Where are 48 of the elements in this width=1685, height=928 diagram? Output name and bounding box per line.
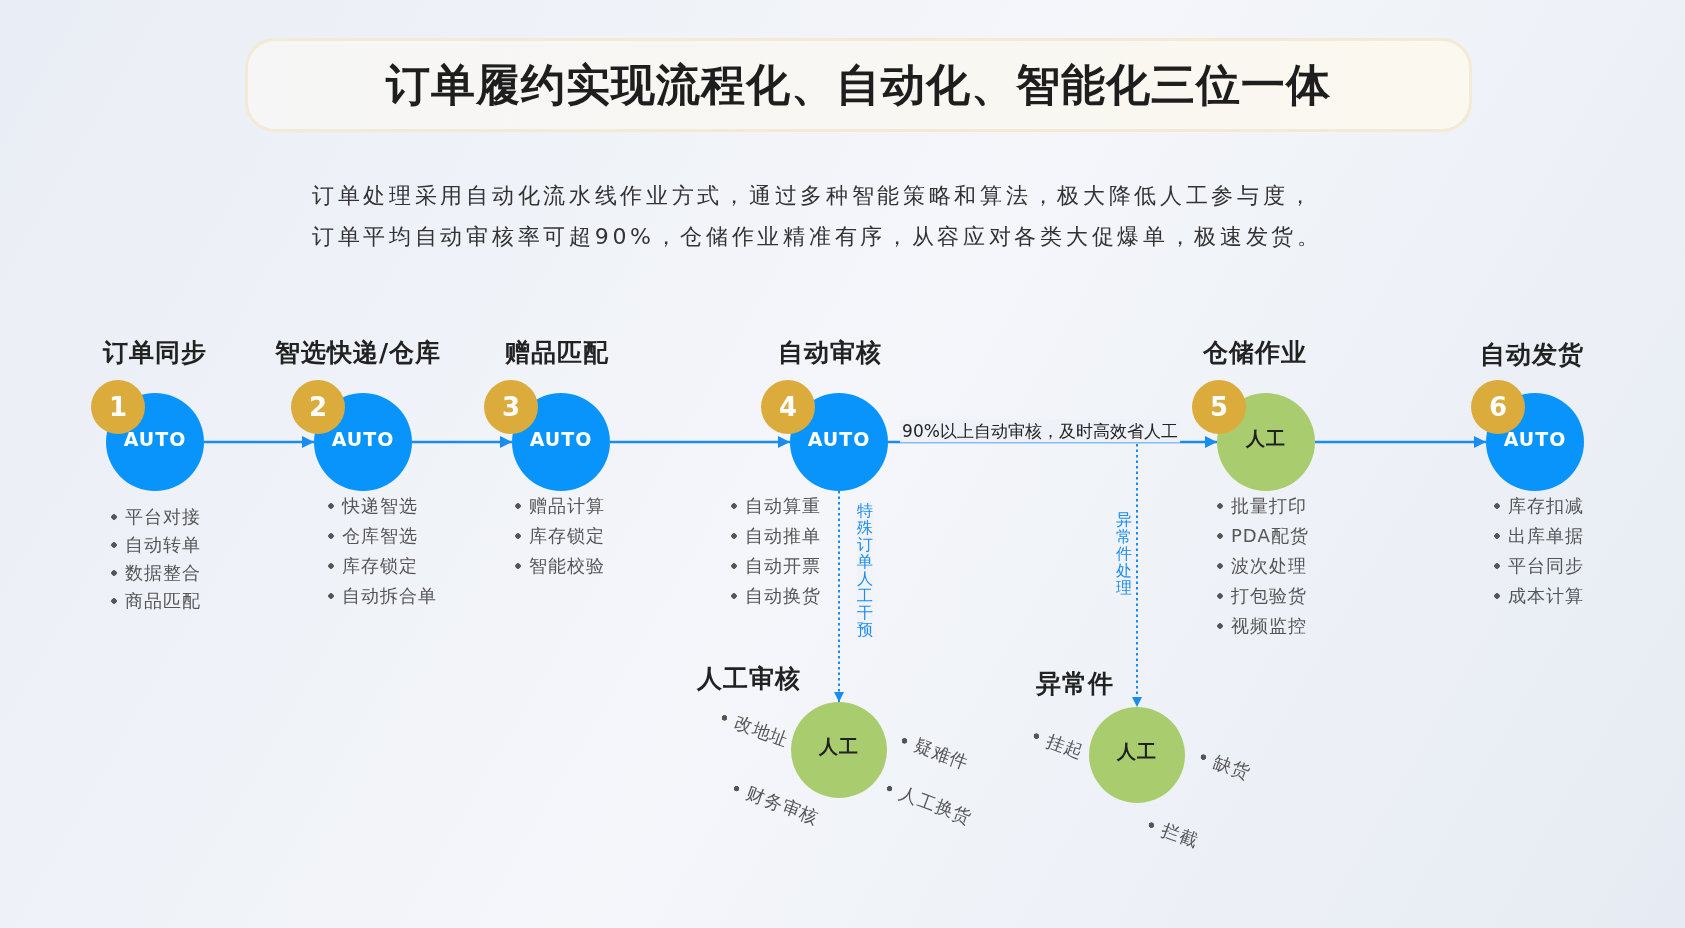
- bullet-item: 视频监控: [1217, 614, 1307, 638]
- bullet-item: 自动换货: [731, 584, 821, 608]
- arrow: [204, 435, 314, 449]
- dashed-arrow: [1132, 443, 1142, 708]
- bullet-item: 平台同步: [1494, 554, 1584, 578]
- bullet-item: 库存锁定: [515, 524, 605, 548]
- bullet-item: 库存扣减: [1494, 494, 1584, 518]
- bullet-item: 波次处理: [1217, 554, 1307, 578]
- stage-heading: 智选快递/仓库: [274, 336, 442, 369]
- bullet-item: 批量打印: [1217, 494, 1307, 518]
- description-text: 订单平均自动审核率可超90%，仓储作业精准有序，从容应对各类大促爆单，极速发货。: [312, 223, 1323, 251]
- stage-heading: 订单同步: [103, 336, 207, 369]
- stage-heading: 自动发货: [1480, 338, 1584, 371]
- dashed-arrow: [834, 490, 844, 703]
- stage-heading: 仓储作业: [1203, 336, 1307, 369]
- bullet-item: 成本计算: [1494, 584, 1584, 608]
- bullet-item: 自动开票: [731, 554, 821, 578]
- bullet-item: 打包验货: [1217, 584, 1307, 608]
- title-banner: 订单履约实现流程化、自动化、智能化三位一体: [245, 38, 1472, 132]
- arrow: [1315, 435, 1486, 449]
- bullet-item: 数据整合: [111, 561, 201, 585]
- bullet-item: 商品匹配: [111, 589, 201, 613]
- bullet-item: 快递智选: [328, 494, 418, 518]
- edge-label: 异常件处理: [1115, 510, 1133, 596]
- bullet-item: 自动算重: [731, 494, 821, 518]
- number-badge: 5: [1192, 380, 1246, 434]
- arrow: [610, 435, 790, 449]
- bullet-item: PDA配货: [1217, 524, 1309, 548]
- circle-label: 人工: [1117, 739, 1157, 764]
- bullet-item: 智能校验: [515, 554, 605, 578]
- stage-heading: 人工审核: [697, 662, 801, 695]
- bullet-item: 出库单据: [1494, 524, 1584, 548]
- stage-heading: 自动审核: [778, 336, 882, 369]
- bullet-item: 自动转单: [111, 533, 201, 557]
- bullet-item: 仓库智选: [328, 524, 418, 548]
- bullet-item: 自动推单: [731, 524, 821, 548]
- arrow: [412, 435, 512, 449]
- circle-label: 人工: [1246, 426, 1286, 451]
- bullet-item: 自动拆合单: [328, 584, 437, 608]
- edge-label: 特殊订单人工干预: [856, 502, 874, 638]
- bullet-item: 赠品计算: [515, 494, 605, 518]
- edge-label: 90%以上自动审核，及时高效省人工: [900, 419, 1180, 443]
- circle-label: 人工: [819, 734, 859, 759]
- stage-heading: 异常件: [1036, 667, 1114, 700]
- bullet-item: 平台对接: [111, 505, 201, 529]
- description-text: 订单处理采用自动化流水线作业方式，通过多种智能策略和算法，极大降低人工参与度，: [312, 182, 1315, 210]
- bullet-item: 库存锁定: [328, 554, 418, 578]
- stage-heading: 赠品匹配: [505, 336, 609, 369]
